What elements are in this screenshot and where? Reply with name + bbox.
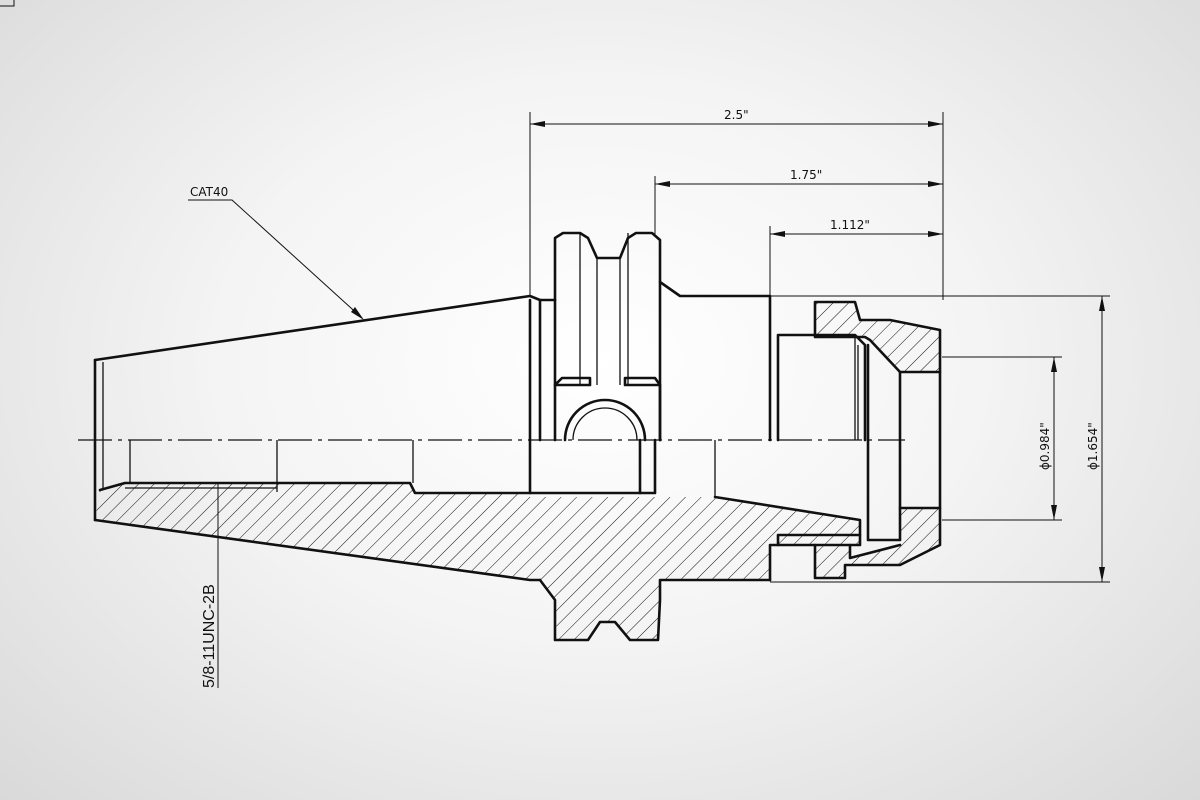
dim-total-label: 2.5" bbox=[724, 108, 749, 122]
dim-short-label: 1.112" bbox=[830, 218, 870, 232]
dim-mid-label: 1.75" bbox=[790, 168, 822, 182]
body-section-hatch bbox=[95, 483, 860, 640]
body-outline bbox=[93, 231, 942, 642]
dimension-lines bbox=[188, 112, 1110, 688]
dia-inner-label: ϕ0.984" bbox=[1038, 422, 1052, 470]
dia-outer-label: ϕ1.654" bbox=[1086, 422, 1100, 470]
nut-upper-hatch bbox=[815, 302, 940, 372]
thread-label: 5/8-11UNC-2B bbox=[201, 584, 218, 688]
taper-label: CAT40 bbox=[190, 185, 228, 199]
corner-mark bbox=[0, 0, 15, 7]
